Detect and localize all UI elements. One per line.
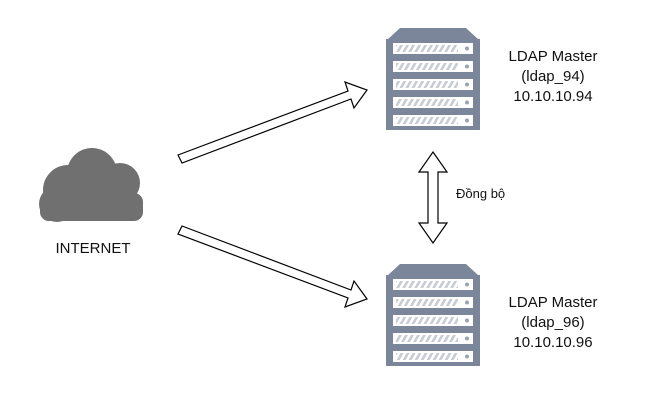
server-name: LDAP Master: [508, 48, 598, 65]
server-label-ldap-94: LDAP Master (ldap_94) 10.10.10.94: [493, 47, 613, 107]
server-icon-ldap-96: [386, 264, 480, 366]
server-name: LDAP Master: [508, 294, 598, 311]
server-ip: 10.10.10.96: [513, 334, 593, 351]
sync-arrow: [417, 150, 449, 245]
server-ip: 10.10.10.94: [513, 88, 593, 105]
server-icon-ldap-94: [386, 28, 480, 130]
arrow-internet-to-ldap-94: [177, 81, 368, 164]
server-hostname: (ldap_94): [521, 68, 585, 85]
cloud-icon: [39, 148, 143, 222]
server-label-ldap-96: LDAP Master (ldap_96) 10.10.10.96: [493, 293, 613, 353]
arrow-internet-to-ldap-96: [177, 225, 368, 308]
sync-label: Đồng bộ: [456, 186, 506, 201]
internet-label: INTERNET: [55, 240, 131, 257]
server-hostname: (ldap_96): [521, 314, 585, 331]
